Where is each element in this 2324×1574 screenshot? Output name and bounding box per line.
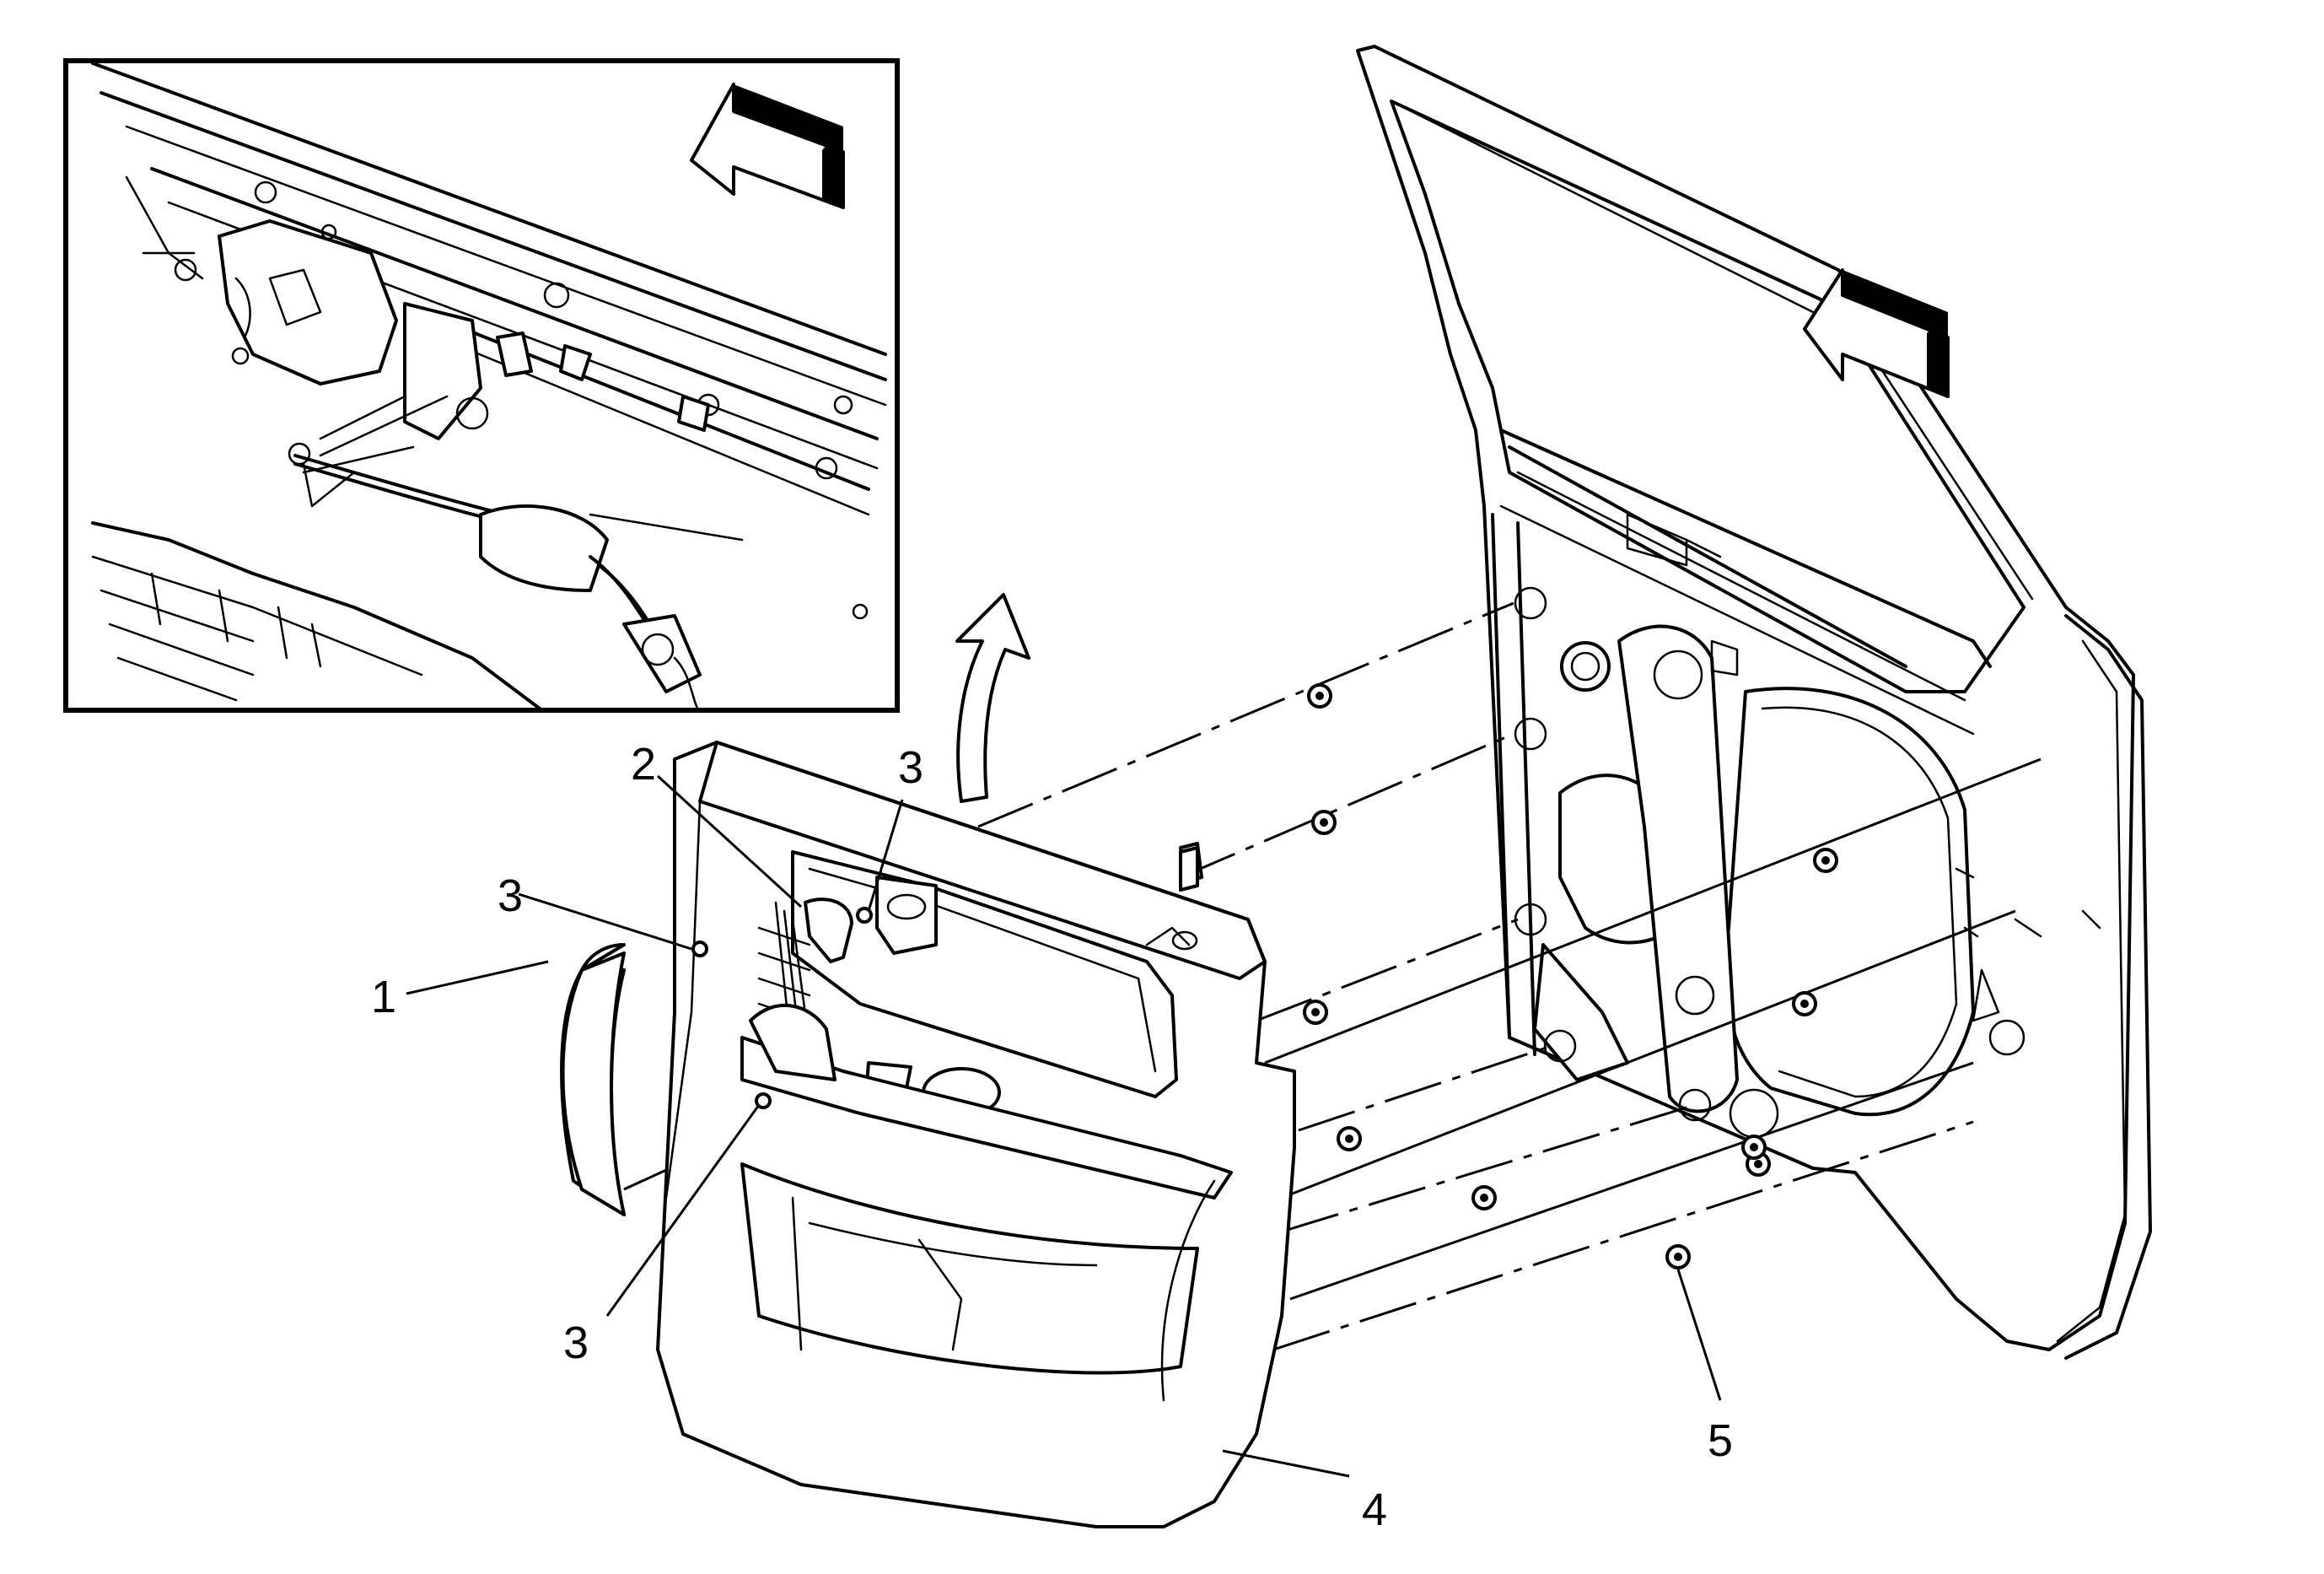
retainer [1337,1126,1362,1151]
retainer [1311,810,1337,835]
door-pull-handle-cover [560,943,626,1216]
retainer [1303,1000,1328,1025]
door-trim-panel [656,741,1296,1528]
screw [856,907,873,924]
main-front-direction-arrow-icon [1803,268,1950,398]
callout-4: 4 [1362,1485,1387,1535]
screw [755,1092,772,1109]
inset-detail-view [63,58,900,713]
screw [691,941,708,957]
door-inner-panel [1356,45,2152,1360]
inset-front-direction-arrow-icon [690,83,845,209]
pull-cup-bracket [804,898,853,963]
callout-leaders [406,774,1722,1478]
callout-3-left: 3 [498,871,523,921]
callout-3-top: 3 [898,742,923,793]
retainer [1741,1135,1767,1160]
retainer [1813,848,1838,873]
retainer-group [1179,683,1838,1269]
retainer [1665,1244,1691,1269]
callout-labels: 1 2 3 3 3 4 5 [371,739,1733,1535]
retainer [1792,991,1817,1016]
callout-2: 2 [631,739,656,790]
retainer [1307,683,1332,709]
callout-3-bottom: 3 [563,1318,589,1368]
retainer [1471,1185,1497,1210]
callout-5: 5 [1708,1415,1733,1466]
callout-1: 1 [371,972,396,1022]
fastener-alignment-lines [623,601,2042,1351]
curved-removal-arrow-icon [955,593,1030,803]
